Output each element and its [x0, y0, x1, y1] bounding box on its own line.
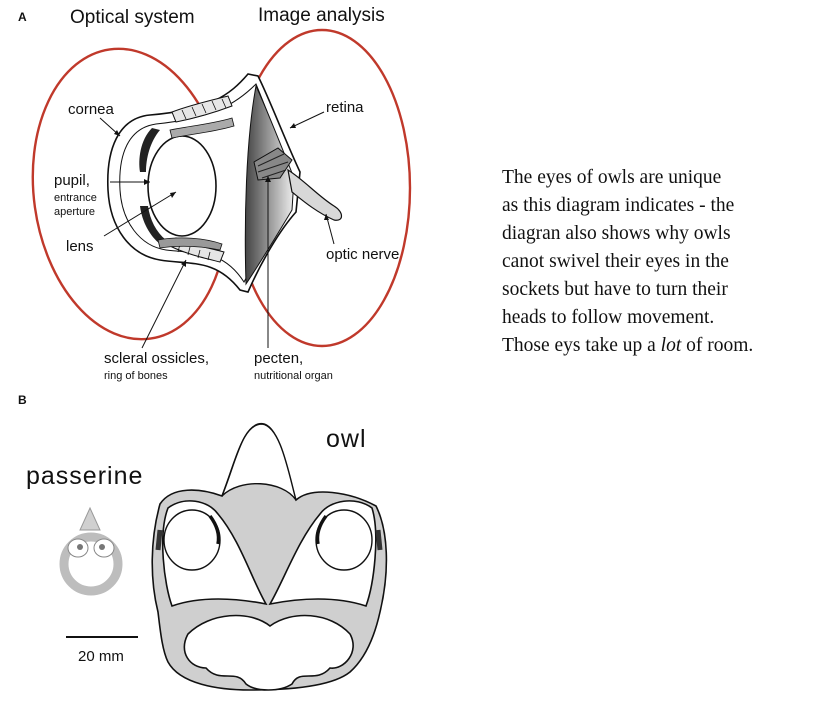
label-pupil: pupil, [54, 172, 90, 189]
iris-dark-lower [140, 206, 166, 244]
label-cornea: cornea [68, 101, 114, 118]
caption-line: heads to follow movement. [502, 307, 715, 328]
caption-line: The eyes of owls are unique [502, 167, 722, 188]
panel-a-letter: A [18, 10, 27, 24]
caption-last-after: of room. [681, 335, 754, 356]
panel-b-letter: B [18, 393, 27, 407]
caption-last-before: Those eys take up a [502, 335, 661, 356]
iris-dark [139, 128, 160, 172]
pecten-shape [253, 147, 293, 181]
lens-shape [147, 135, 217, 237]
caption-last-italic: lot [660, 335, 682, 356]
label-scleral-ossicles: scleral ossicles, [104, 350, 210, 367]
caption-line: canot swivel their eyes in the [502, 251, 729, 272]
label-pecten: pecten, [254, 350, 304, 367]
label-ring-of-bones: ring of bones [104, 370, 168, 382]
label-passerine: passerine [26, 462, 144, 490]
caption-text: The eyes of owls are unique as this diag… [502, 164, 753, 360]
label-owl: owl [326, 425, 367, 453]
eye-inner-wall [119, 83, 293, 283]
label-entrance: entrance [54, 192, 97, 204]
scale-label: 20 mm [78, 648, 124, 665]
caption-line: as this diagram indicates - the [502, 195, 735, 216]
label-retina: retina [326, 99, 364, 116]
caption-line: sockets but have to turn their [502, 279, 728, 300]
label-aperture: aperture [54, 206, 95, 218]
heading-image-analysis: Image analysis [258, 5, 385, 26]
optic-nerve-shape [287, 168, 343, 221]
label-nutritional-organ: nutritional organ [254, 370, 333, 382]
passerine-skull [59, 506, 123, 596]
heading-optical-system: Optical system [70, 7, 195, 28]
scleral-ossicle-top [171, 95, 233, 123]
retina-shape [244, 84, 295, 286]
label-lens: lens [66, 238, 94, 255]
label-optic-nerve: optic nerve [326, 246, 400, 263]
caption-line-last: Those eys take up a lot of room. [502, 332, 753, 360]
caption-line: diagran also shows why owls [502, 223, 731, 244]
owl-skull [151, 423, 388, 691]
